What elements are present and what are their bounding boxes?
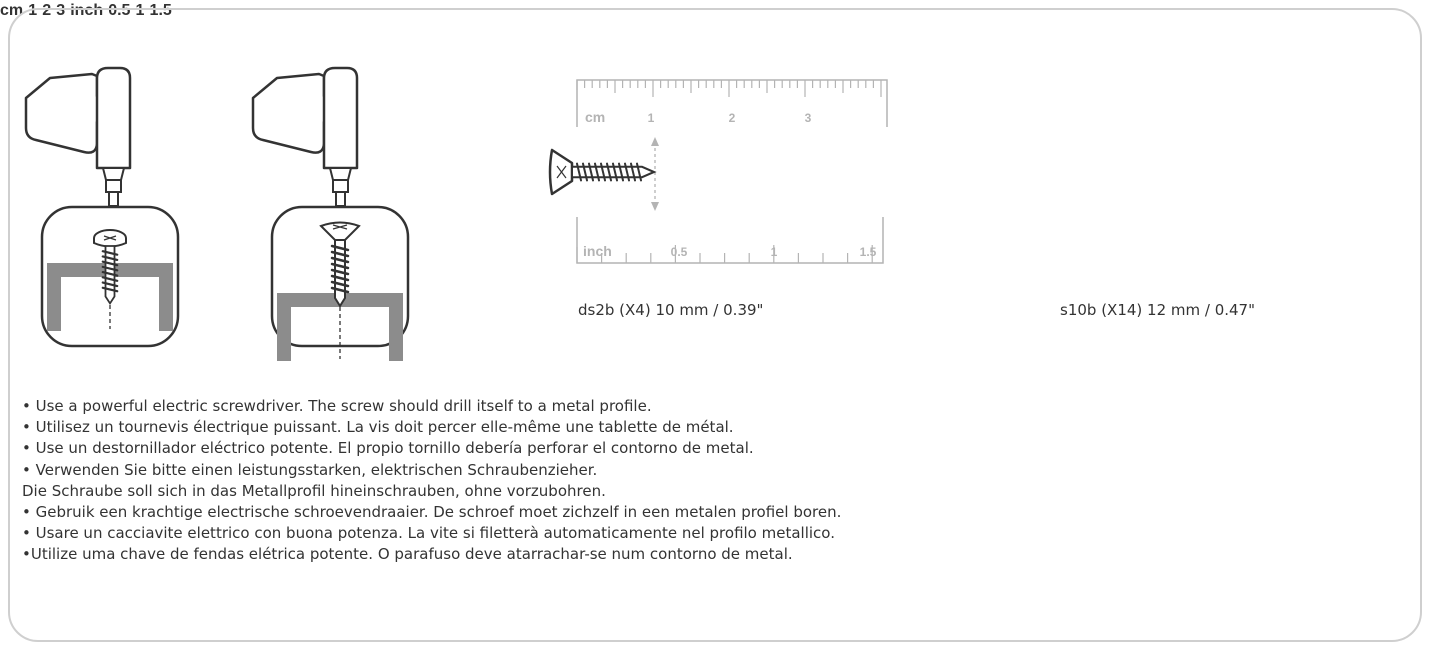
drill-illustration-pan-head [24,66,180,348]
instruction-english: • Use a powerful electric screwdriver. T… [22,397,652,415]
inch-unit-label: inch [70,2,104,19]
inch-tick-half: 0.5 [671,245,688,259]
screw-caption-s10b: s10b (X14) 12 mm / 0.47" [1060,301,1255,319]
cm-unit-label: cm [585,109,605,125]
screw-caption-ds2b: ds2b (X4) 10 mm / 0.39" [578,301,764,319]
instruction-italian: • Usare un cacciavite elettrico con buon… [22,524,835,543]
instruction-portuguese: •Utilize uma chave de fendas elétrica po… [22,545,793,564]
inch-tick-1: 1 [771,245,778,259]
cm-tick-1: 1 [648,111,655,125]
instruction-german: • Verwenden Sie bitte einen leistungssta… [22,460,598,479]
cm-tick-2: 2 [729,111,736,125]
inch-tick-half: 0.5 [108,2,131,19]
inch-unit-label: inch [583,243,612,259]
cm-tick-3: 3 [805,111,812,125]
instruction-french: • Utilisez un tournevis électrique puiss… [22,418,734,437]
instruction-german-continued: Die Schraube soll sich in das Metallprof… [22,481,606,500]
instruction-panel [8,8,1422,642]
cm-tick-3: 3 [56,2,66,19]
screw-measure-s10b: cm 1 2 3 inch 0.5 1 1.5 [0,0,172,19]
instruction-dutch: • Gebruik een krachtige electrische schr… [22,503,842,522]
screw-measure-ds2b: cm 1 2 3 inch 0.5 1 1.5 [548,79,888,264]
drill-illustration-countersunk [251,66,410,362]
inch-tick-1-5: 1.5 [860,245,877,259]
inch-tick-1-5: 1.5 [149,2,172,19]
inch-tick-1: 1 [135,2,145,19]
instruction-list: • Use a powerful electric screwdriver. T… [22,396,841,566]
inch-ruler [576,216,884,264]
cm-tick-2: 2 [42,2,52,19]
instruction-spanish: • Use un destornillador eléctrico potent… [22,439,754,458]
